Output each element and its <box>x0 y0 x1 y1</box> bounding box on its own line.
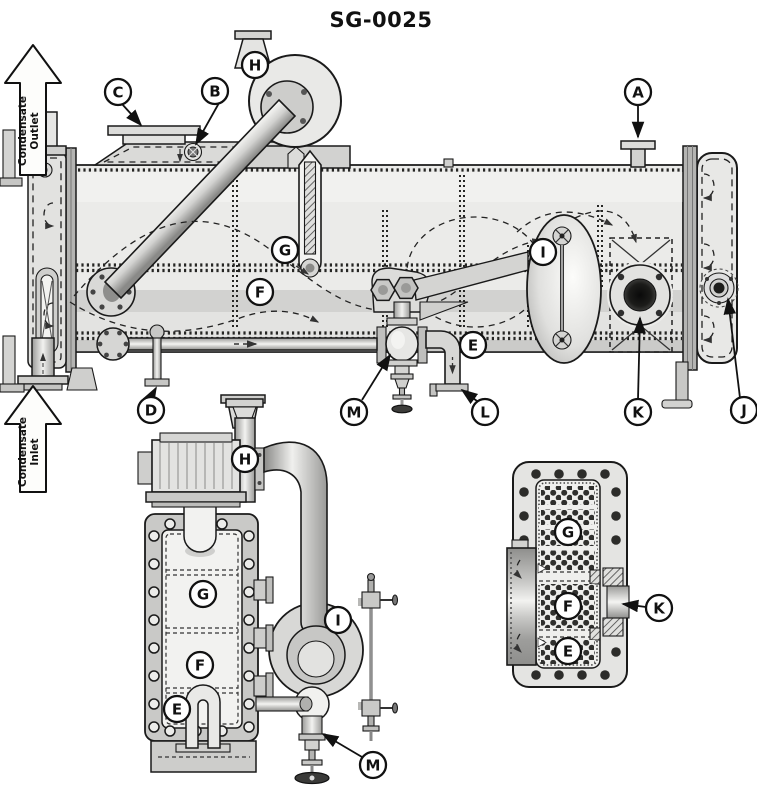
callout-e-main: E <box>458 330 488 360</box>
vent-valve-b <box>183 142 203 162</box>
callout-l: L <box>470 397 500 427</box>
gooseneck-pipe <box>263 441 328 636</box>
leader-m-front <box>321 733 363 758</box>
condensate-outlet-arrow: Condensate Outlet <box>4 44 62 176</box>
internal-condensate-pipe <box>96 327 378 361</box>
callout-f-main: F <box>245 277 275 307</box>
callout-g-front: G <box>188 579 218 609</box>
condensate-outlet-label-line2: Outlet <box>29 112 41 149</box>
callout-f-tubesheet: F <box>553 591 583 621</box>
callout-e-tubesheet: E <box>553 636 583 666</box>
right-foot-bracket <box>661 361 693 409</box>
condensate-outlet-label-line1: Condensate <box>17 96 29 166</box>
vent-nozzle-a <box>443 140 656 168</box>
svg-text:F: F <box>563 598 573 616</box>
svg-text:E: E <box>468 337 478 355</box>
leader-l <box>460 388 479 405</box>
thermowell <box>298 149 322 278</box>
front-view <box>137 398 399 785</box>
callout-m-front: M <box>358 750 388 780</box>
svg-text:E: E <box>172 701 182 719</box>
manway-cover-c <box>107 125 201 136</box>
svg-text:K: K <box>653 600 666 618</box>
end-plate <box>144 513 259 742</box>
callout-g-main: G <box>270 235 300 265</box>
callout-e-front: E <box>162 694 192 724</box>
callout-a: A <box>623 77 653 107</box>
condensate-inlet-label-line2: Inlet <box>29 438 41 465</box>
gauge-glass <box>358 572 399 741</box>
svg-text:I: I <box>335 612 341 630</box>
motor <box>137 432 247 508</box>
condensate-inlet-label-line1: Condensate <box>17 417 29 487</box>
callout-f-front: F <box>185 650 215 680</box>
callout-d: D <box>136 395 166 425</box>
trap-valve-assembly <box>376 301 428 414</box>
blower-discharge-pipe <box>103 98 297 300</box>
leader-b <box>195 102 220 146</box>
leader-d <box>143 386 157 405</box>
callout-j: J <box>729 395 757 425</box>
housing-nozzles <box>253 576 274 700</box>
sight-port-j <box>699 268 739 308</box>
svg-text:G: G <box>562 524 574 542</box>
svg-text:A: A <box>632 84 644 102</box>
trap-handwheel <box>391 404 413 414</box>
callout-h-front: H <box>230 444 260 474</box>
bypass-attachment <box>506 539 537 666</box>
callout-i-front: I <box>323 605 353 635</box>
svg-text:M: M <box>366 757 381 775</box>
tubesheet-rim-bolts <box>519 469 621 680</box>
callout-h-main: H <box>240 50 270 80</box>
leader-m <box>361 353 391 401</box>
svg-text:E: E <box>563 643 573 661</box>
svg-text:K: K <box>632 404 645 422</box>
float-linkage <box>370 251 529 321</box>
plate-bolts <box>148 518 255 737</box>
callout-k-main: K <box>623 397 653 427</box>
drain-loop <box>175 684 231 753</box>
leader-j <box>723 297 741 399</box>
callout-b: B <box>200 76 230 106</box>
svg-text:C: C <box>112 84 123 102</box>
svg-text:F: F <box>255 284 265 302</box>
callout-i-main: I <box>528 237 558 267</box>
svg-text:G: G <box>279 242 291 260</box>
callout-g-tubesheet: G <box>553 517 583 547</box>
svg-text:H: H <box>239 451 252 469</box>
svg-text:I: I <box>540 244 546 262</box>
svg-text:F: F <box>195 657 205 675</box>
tube-field <box>535 479 601 669</box>
drain-d <box>144 324 170 387</box>
leader-k-tubesheet <box>621 599 647 613</box>
trap-m-front <box>294 715 330 785</box>
callouts: A B C D E F G H I J K L M H G F E I M G … <box>103 50 757 780</box>
tubesheet-view <box>506 461 630 688</box>
float-housing <box>253 441 364 722</box>
leader-c <box>121 103 143 127</box>
svg-text:B: B <box>209 83 220 101</box>
float-chamber-i <box>526 214 602 364</box>
svg-text:D: D <box>145 402 157 420</box>
base-skirt <box>150 740 257 773</box>
inlet-nozzle <box>0 335 98 393</box>
callout-k-tubesheet: K <box>644 593 674 623</box>
diagram-title: SG-0025 <box>329 8 432 32</box>
svg-text:H: H <box>249 57 262 75</box>
svg-text:L: L <box>480 404 490 422</box>
leader-k <box>633 316 646 400</box>
callout-m-main: M <box>339 397 369 427</box>
svg-text:G: G <box>197 586 209 604</box>
suction-bell <box>183 501 217 557</box>
svg-text:M: M <box>347 404 362 422</box>
flange-opening <box>623 278 657 312</box>
motor-fins <box>159 443 233 489</box>
callout-c: C <box>103 77 133 107</box>
blower-inlet-flange <box>234 30 272 40</box>
callout-leaders <box>121 102 741 758</box>
condensate-inlet-arrow: Condensate Inlet <box>4 385 62 493</box>
right-channel-head <box>682 145 738 371</box>
svg-text:J: J <box>740 402 747 420</box>
